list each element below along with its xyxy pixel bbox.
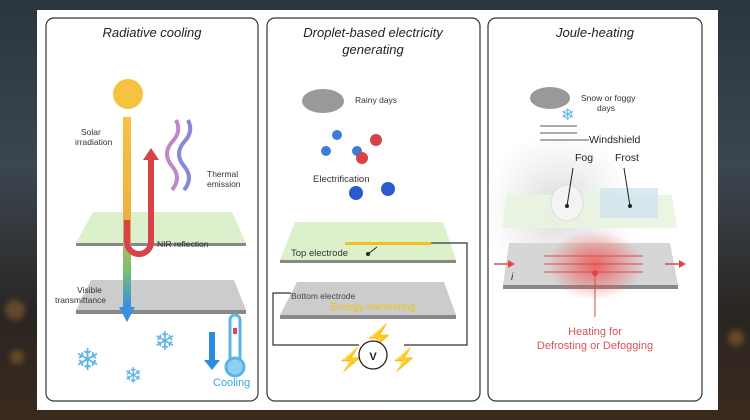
- nir-reflection-arrow: [124, 158, 154, 257]
- droplet-icon: [332, 130, 342, 140]
- label-frost: Frost: [615, 152, 639, 164]
- label-windshield: Windshield: [589, 134, 641, 146]
- thermal-wave-icon: [165, 119, 181, 192]
- label-electrification: Electrification: [313, 174, 370, 185]
- label-nir: NIR reflection: [157, 239, 209, 249]
- label-bottom-electrode: Bottom electrode: [291, 291, 356, 301]
- cloud-icon: [302, 89, 344, 113]
- heat-glow: [547, 230, 643, 300]
- current-arrow-icon: [494, 260, 686, 268]
- diagram: Radiative cooling Solar irradiation Ther…: [45, 17, 703, 402]
- panel-title: Joule-heating: [555, 25, 635, 40]
- bottom-layer: [76, 280, 246, 310]
- svg-text:days: days: [597, 103, 615, 113]
- frost-patch: [600, 188, 658, 218]
- top-glass-layer: [76, 212, 246, 243]
- circuit-wire: [404, 242, 468, 346]
- label-top-electrode: Top electrode: [291, 248, 348, 259]
- top-glass-layer: [280, 222, 456, 260]
- svg-text:emission: emission: [207, 179, 241, 189]
- label-solar: Solar: [81, 127, 101, 137]
- svg-text:Defrosting or Defogging: Defrosting or Defogging: [537, 340, 653, 352]
- label-current: i: [511, 272, 514, 283]
- label-visible: Visible: [77, 285, 102, 295]
- label-heating: Heating for: [568, 326, 622, 338]
- label-fog: Fog: [575, 152, 593, 164]
- fog-lines-icon: [540, 125, 589, 141]
- panel-joule-heating: Joule-heating ❄ Snow or foggy days Winds…: [484, 17, 703, 402]
- svg-text:irradiation: irradiation: [75, 137, 113, 147]
- thermometer-icon: [224, 313, 246, 378]
- svg-text:generating: generating: [342, 42, 404, 57]
- label-rainy: Rainy days: [355, 95, 397, 105]
- label-cooling: Cooling: [213, 377, 250, 389]
- label-snow: Snow or foggy: [581, 93, 636, 103]
- down-arrow-icon: [209, 332, 215, 360]
- label-energy: Energy harvesting: [331, 301, 416, 313]
- label-thermal: Thermal: [207, 169, 238, 179]
- svg-text:V: V: [369, 351, 377, 363]
- solar-beam: [123, 117, 131, 307]
- cloud-icon: [530, 87, 570, 109]
- snowflake-icon: ❄: [561, 107, 574, 124]
- visible-arrow-icon: [119, 307, 135, 322]
- negative-charge-icon: [349, 186, 363, 200]
- panel-droplet-electricity: Droplet-based electricity generating Rai…: [266, 17, 481, 402]
- positive-charge-icon: [370, 134, 382, 146]
- panel-title: Droplet-based electricity: [303, 25, 444, 40]
- snowflake-icon: ❄: [75, 344, 100, 377]
- panel-title: Radiative cooling: [102, 25, 202, 40]
- panel-radiative-cooling: Radiative cooling Solar irradiation Ther…: [45, 17, 259, 402]
- snowflake-icon: ❄: [154, 326, 176, 356]
- snowflake-icon: ❄: [124, 363, 142, 388]
- sun-icon: [113, 79, 143, 109]
- top-electrode: [345, 242, 431, 245]
- figure-card: Radiative cooling Solar irradiation Ther…: [37, 10, 718, 410]
- svg-text:transmittance: transmittance: [55, 295, 106, 305]
- lightning-icon: ⚡: [390, 347, 417, 373]
- voltmeter-icon: [358, 340, 388, 370]
